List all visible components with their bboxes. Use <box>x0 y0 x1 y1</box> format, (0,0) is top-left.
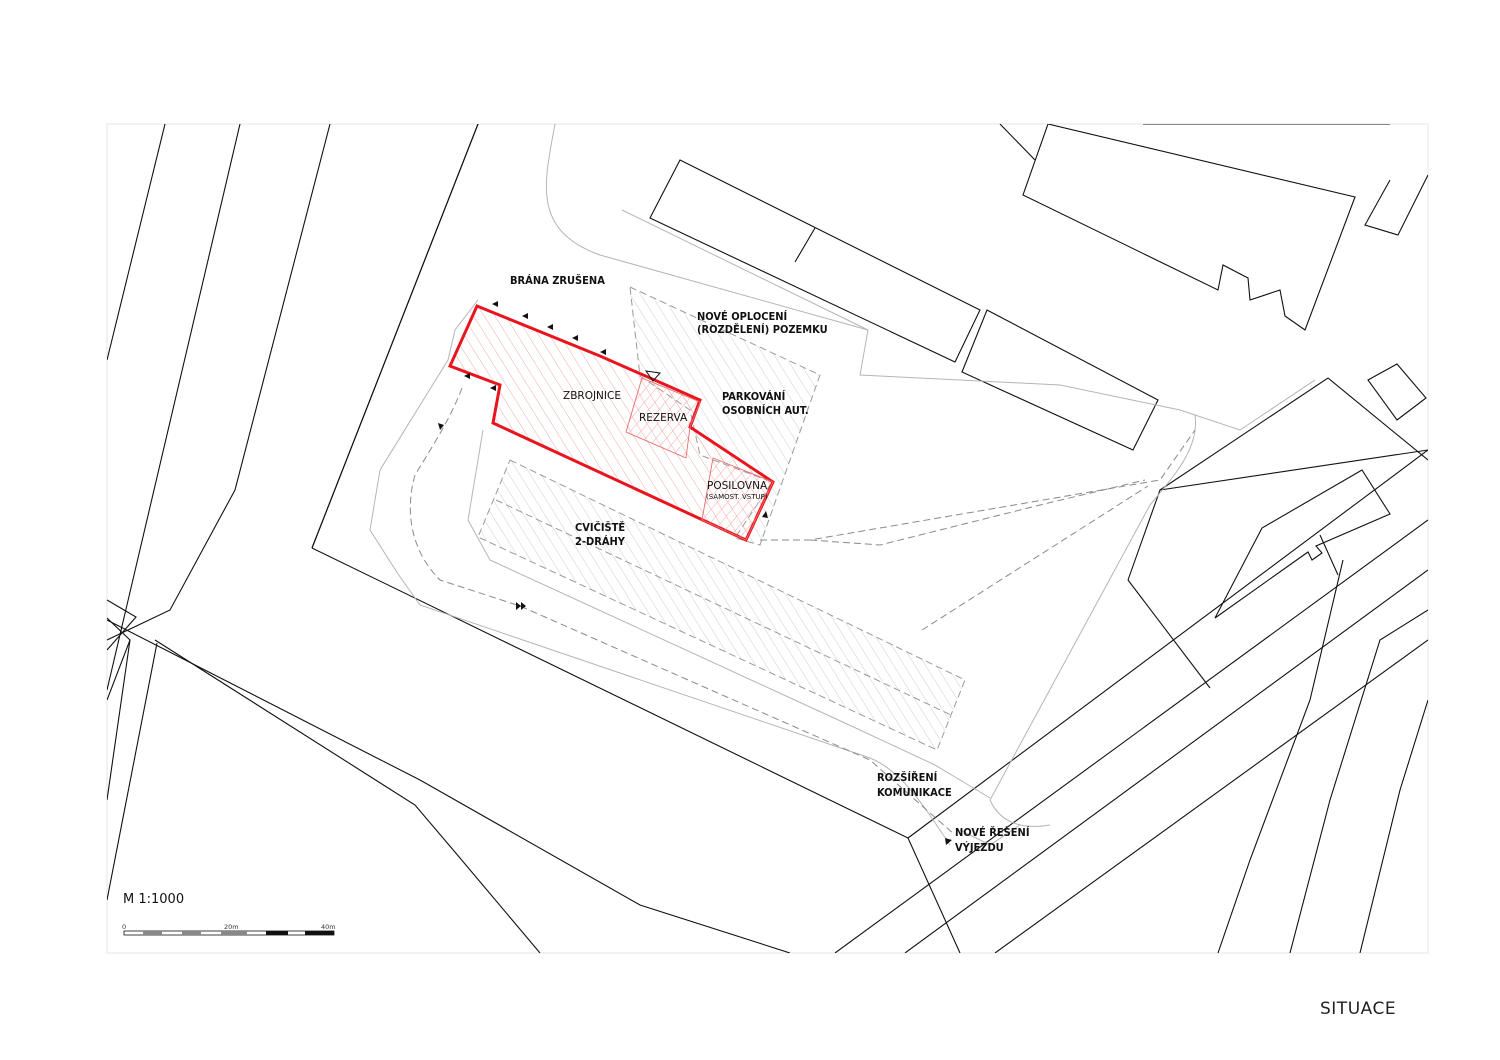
scale-tick-20: 20m <box>224 923 239 931</box>
gym-area <box>701 457 774 541</box>
label-gym-1: POSILOVNA <box>707 480 768 492</box>
label-road-1: ROZŠÍŘENÍ <box>877 771 938 784</box>
reserve-area <box>625 377 701 459</box>
label-parking-2: OSOBNÍCH AUT. <box>722 404 809 417</box>
label-gym-2: (SAMOST. VSTUP) <box>706 493 768 501</box>
label-exit-2: VÝJEZDU <box>955 841 1004 854</box>
label-fence-2: (ROZDĚLENÍ) POZEMKU <box>697 323 828 336</box>
label-fire-station: ZBROJNICE <box>563 390 621 402</box>
label-exit-1: NOVÉ ŘEŠENÍ <box>955 826 1030 839</box>
label-training-2: 2-DRÁHY <box>575 535 626 548</box>
label-fence-1: NOVÉ OPLOCENÍ <box>697 310 788 323</box>
scale-tick-0: 0 <box>122 923 126 931</box>
label-training-1: CVIČIŠTĚ <box>575 521 625 534</box>
label-gate: BRÁNA ZRUŠENA <box>510 274 605 287</box>
label-parking-1: PARKOVÁNÍ <box>722 390 786 403</box>
drawing-frame <box>106 123 1429 954</box>
site-curbs <box>369 124 1316 846</box>
dashed-lines <box>409 387 1196 836</box>
neighbour-buildings <box>649 124 1356 451</box>
scale-title: M 1:1000 <box>123 892 184 907</box>
label-reserve: REZERVA <box>639 412 688 424</box>
entrance-markers <box>438 301 952 845</box>
scale-bar: M 1:1000 0 20m 40m <box>122 892 336 936</box>
cadastral-lines <box>107 124 1428 953</box>
sheet-title: SITUACE <box>1320 999 1396 1019</box>
training-ground <box>477 459 966 751</box>
scale-tick-40: 40m <box>321 923 336 931</box>
label-road-2: KOMUNIKACE <box>877 786 952 799</box>
north-arrow-marker <box>644 370 661 382</box>
